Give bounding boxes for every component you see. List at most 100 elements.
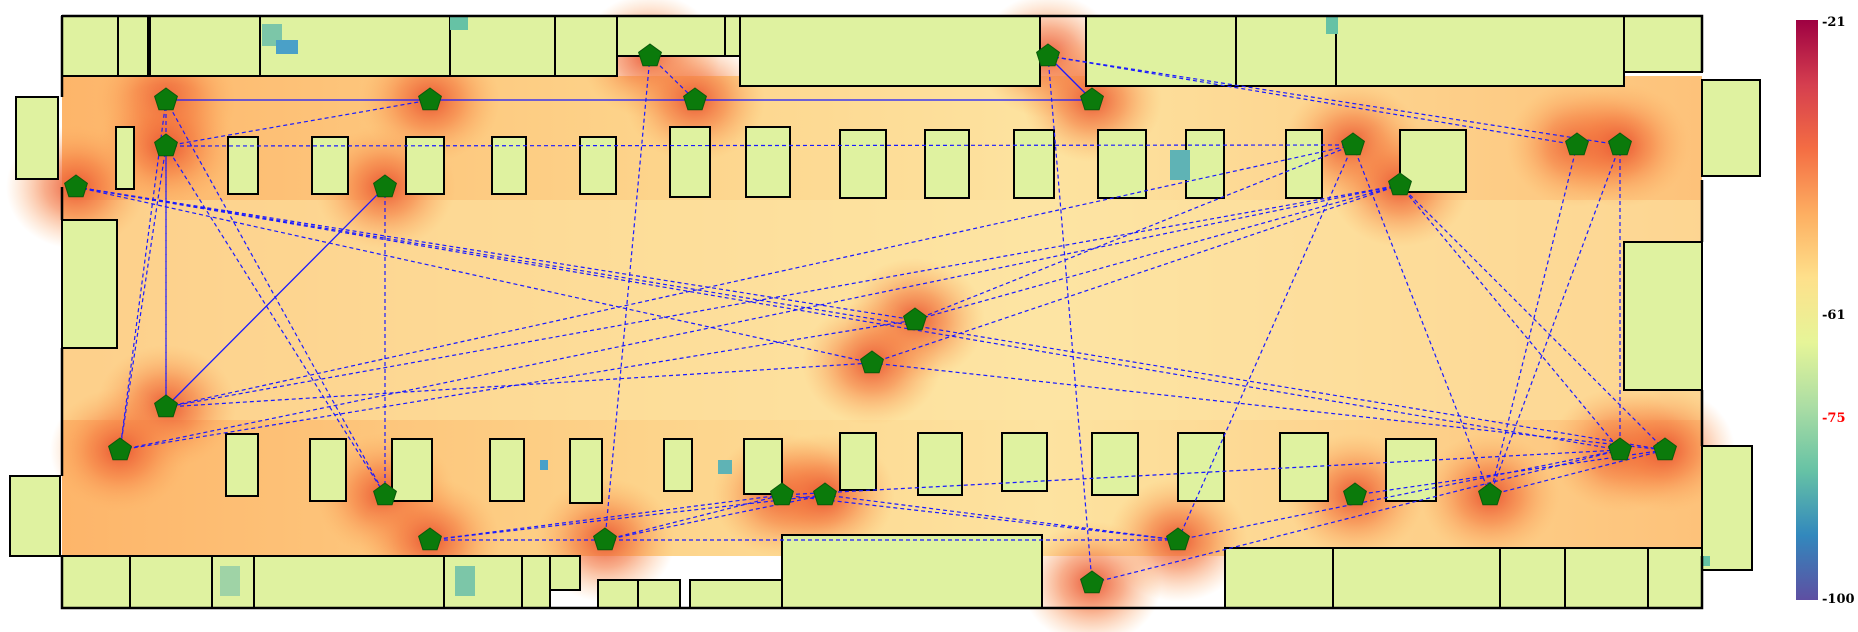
room-0 <box>61 15 119 77</box>
room-54 <box>569 438 603 504</box>
room-61 <box>1177 432 1225 502</box>
link-dashed-5 <box>119 99 167 451</box>
room-18 <box>1701 445 1753 571</box>
link-dashed-6 <box>119 145 167 451</box>
link-dashed-3 <box>1047 55 1578 146</box>
room-34 <box>1647 547 1703 609</box>
cool-patch-4 <box>455 566 475 596</box>
room-5 <box>554 15 618 77</box>
access-point-27 <box>1653 437 1677 461</box>
room-32 <box>1499 547 1566 609</box>
access-point-19 <box>593 527 617 551</box>
room-53 <box>489 438 525 502</box>
link-dashed-15 <box>75 186 916 321</box>
room-7 <box>724 15 741 57</box>
room-42 <box>745 126 791 198</box>
cool-patch-6 <box>718 460 732 474</box>
link-dashed-33 <box>604 494 826 541</box>
link-dashed-13 <box>75 186 1621 451</box>
room-45 <box>1013 129 1055 199</box>
access-point-21 <box>813 482 837 506</box>
link-dashed-14 <box>75 186 1666 451</box>
link-dashed-23 <box>871 184 1401 364</box>
room-44 <box>924 129 970 199</box>
link-dashed-19 <box>119 184 1401 451</box>
room-17 <box>9 475 61 557</box>
access-point-10 <box>860 350 884 374</box>
room-10 <box>1235 15 1337 87</box>
link-dashed-28 <box>165 362 873 408</box>
room-60 <box>1091 432 1139 496</box>
access-point-6 <box>1080 87 1104 111</box>
access-point-22 <box>1166 527 1190 551</box>
room-14 <box>1701 79 1761 177</box>
room-28 <box>689 579 783 609</box>
access-point-16 <box>108 437 132 461</box>
room-6 <box>616 15 726 57</box>
room-58 <box>917 432 963 496</box>
room-24 <box>521 555 551 609</box>
room-12 <box>1623 15 1703 73</box>
cool-patch-2 <box>450 16 468 30</box>
access-points <box>64 43 1677 594</box>
cool-patch-7 <box>540 460 548 470</box>
room-25 <box>549 555 581 591</box>
walls <box>60 14 1704 610</box>
cool-patch-3 <box>1170 150 1190 180</box>
room-15 <box>61 219 118 349</box>
access-point-8 <box>373 174 397 198</box>
room-52 <box>391 438 433 502</box>
link-dashed-32 <box>604 494 783 541</box>
link-dashed-10 <box>165 145 386 496</box>
link-dashed-38 <box>1489 449 1666 496</box>
access-point-26 <box>1608 437 1632 461</box>
room-63 <box>1385 438 1437 502</box>
colorbar-tick-top: -21 <box>1822 15 1846 30</box>
access-point-25 <box>1478 482 1502 506</box>
room-8 <box>739 15 1041 87</box>
link-dashed-24 <box>1399 184 1621 451</box>
link-dashed-9 <box>165 99 386 496</box>
room-62 <box>1279 432 1329 502</box>
room-50 <box>225 433 259 497</box>
access-point-5 <box>1036 43 1060 67</box>
link-dashed-12 <box>75 186 873 364</box>
access-point-18 <box>418 527 442 551</box>
colorbar-tick-threshold: -75 <box>1822 411 1846 426</box>
room-57 <box>839 432 877 491</box>
cool-patch-5 <box>220 566 240 596</box>
link-dashed-40 <box>1177 449 1621 541</box>
room-39 <box>491 136 527 195</box>
access-point-9 <box>903 307 927 331</box>
access-point-20 <box>770 482 794 506</box>
room-22 <box>253 555 445 609</box>
room-51 <box>309 438 347 502</box>
access-point-17 <box>373 482 397 506</box>
access-point-13 <box>1565 132 1589 156</box>
access-point-0 <box>154 87 178 111</box>
access-point-1 <box>154 133 178 157</box>
access-point-15 <box>154 394 178 418</box>
room-19 <box>61 555 131 609</box>
room-47 <box>1185 129 1225 199</box>
link-dashed-4 <box>1047 55 1621 146</box>
room-20 <box>129 555 213 609</box>
room-46 <box>1097 129 1147 199</box>
colorbar: -21 -61 -75 -100 <box>1796 15 1855 607</box>
room-43 <box>839 129 887 199</box>
access-point-7 <box>64 174 88 198</box>
access-point-24 <box>1343 482 1367 506</box>
room-56 <box>743 438 783 495</box>
link-dashed-29 <box>119 319 916 451</box>
room-59 <box>1001 432 1048 492</box>
colorbar-bar <box>1796 20 1818 600</box>
link-dashed-31 <box>429 494 826 541</box>
cool-patch-1 <box>276 40 298 54</box>
link-dashed-30 <box>429 494 783 541</box>
room-41 <box>669 126 711 198</box>
room-38 <box>405 136 445 195</box>
room-11 <box>1335 15 1625 87</box>
colorbar-tick-mid: -61 <box>1822 308 1846 323</box>
room-31 <box>1332 547 1501 609</box>
